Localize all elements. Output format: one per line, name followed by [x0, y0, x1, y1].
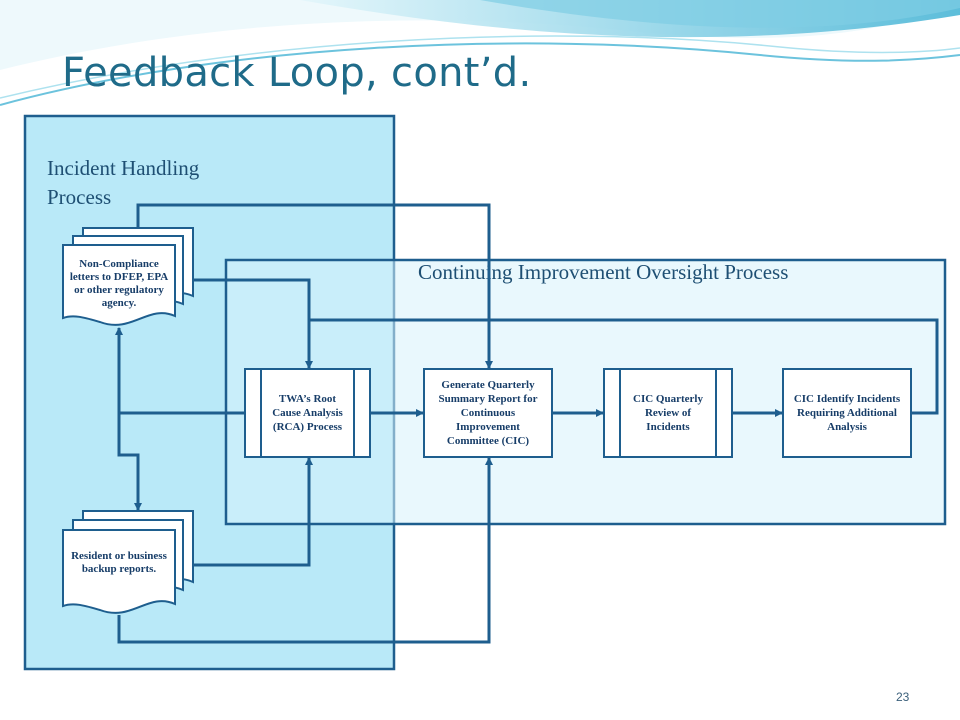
connector-bottom-doc-to-rca	[193, 457, 313, 567]
generate-report-box: Generate Quarterly Summary Report for Co…	[423, 368, 553, 458]
cic-identify-box: CIC Identify Incidents Requiring Additio…	[782, 368, 912, 458]
non-compliance-text: Non-Compliance letters to DFEP, EPA or o…	[69, 258, 169, 309]
connector-identify-feedback	[309, 318, 939, 415]
resident-report-text: Resident or business backup reports.	[71, 550, 167, 575]
ciop-label: Continuing Improvement Oversight Process	[418, 260, 789, 284]
header-waves	[0, 0, 960, 106]
rca-process-text: TWA’s Root Cause Analysis (RCA) Process	[272, 393, 343, 433]
connector-top-doc-to-rca	[193, 278, 313, 369]
connector-rca-to-bottom-doc	[117, 413, 142, 511]
generate-report-text: Generate Quarterly Summary Report for Co…	[438, 379, 538, 447]
connector-top-doc-to-generate	[136, 203, 493, 369]
non-compliance-document: Non-Compliance letters to DFEP, EPA or o…	[66, 245, 172, 323]
cic-review-text: CIC Quarterly Review of Incidents	[633, 393, 703, 433]
resident-report-document: Resident or business backup reports.	[66, 550, 172, 576]
slide-title: Feedback Loop, cont’d.	[62, 50, 532, 96]
non-compliance-document-icon	[62, 227, 194, 326]
cic-identify-text: CIC Identify Incidents Requiring Additio…	[793, 393, 901, 433]
page-number: 23	[896, 690, 910, 704]
connector-bottom-doc-to-generate	[117, 457, 493, 644]
cic-review-box: CIC Quarterly Review of Incidents	[603, 368, 733, 458]
resident-report-document-icon	[62, 510, 194, 614]
incident-handling-label: Incident Handling Process	[47, 156, 200, 209]
rca-process-box: TWA’s Root Cause Analysis (RCA) Process	[244, 368, 371, 458]
